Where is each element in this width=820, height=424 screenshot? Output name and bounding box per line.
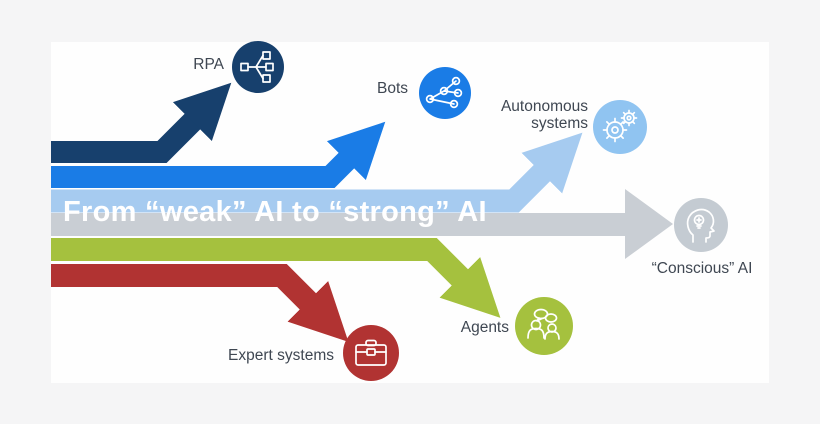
agents-label: Agents	[460, 319, 509, 336]
agents-badge	[515, 297, 573, 355]
autonomous-systems-label: Autonomous systems	[500, 98, 588, 132]
autonomous-systems-badge	[593, 100, 647, 154]
bots-arrow	[51, 121, 386, 188]
people-chat-icon	[527, 308, 560, 340]
briefcase-icon	[355, 339, 387, 366]
bots-label: Bots	[376, 80, 408, 97]
autonomous-systems-arrow	[51, 132, 583, 213]
rpa-label: RPA	[193, 56, 224, 73]
org-chart-icon	[240, 51, 274, 83]
head-lightbulb-icon	[686, 208, 715, 243]
bots-badge	[419, 67, 471, 119]
rpa-arrow	[51, 82, 232, 163]
headline: From “weak” AI to “strong” AI	[63, 196, 487, 228]
expert-systems-arrow	[51, 264, 349, 342]
conscious-ai-arrow	[51, 189, 673, 259]
network-nodes-icon	[425, 76, 463, 109]
expert-systems-label: Expert systems	[228, 347, 334, 364]
conscious-ai-label: “Conscious” AI	[651, 260, 753, 277]
gears-icon	[602, 109, 638, 143]
conscious-ai-badge	[674, 198, 728, 252]
expert-systems-badge	[343, 325, 399, 381]
agents-arrow	[51, 238, 501, 318]
